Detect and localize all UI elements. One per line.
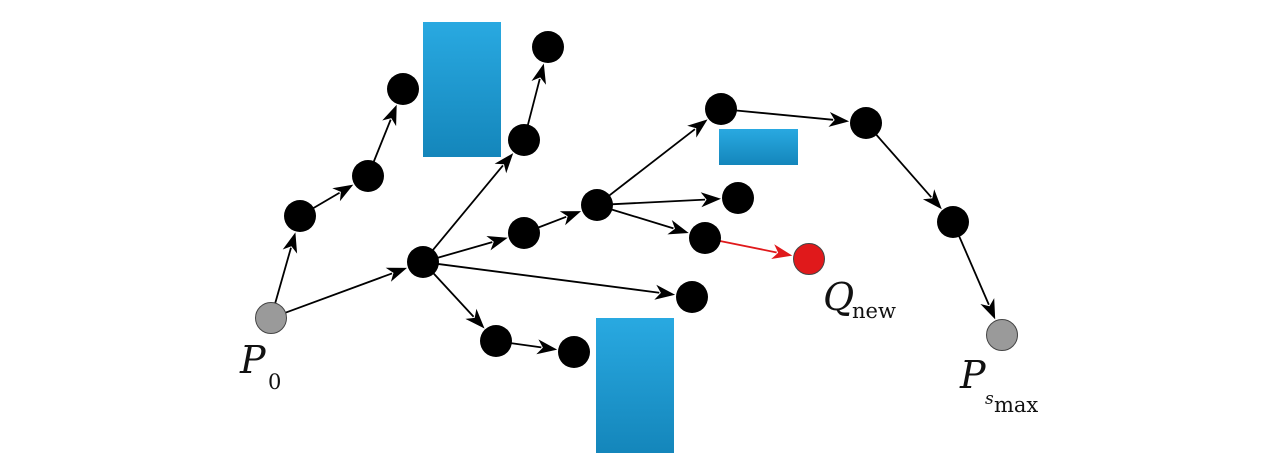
arrowhead bbox=[531, 63, 546, 85]
obstacle-small-right bbox=[719, 129, 798, 165]
edge-line bbox=[431, 271, 475, 318]
edge-new-arrow bbox=[718, 239, 793, 259]
edge-line bbox=[372, 119, 392, 164]
edge-arrow bbox=[526, 63, 546, 127]
arrowhead bbox=[667, 220, 689, 235]
arrowhead bbox=[700, 192, 721, 208]
arrowhead bbox=[536, 339, 558, 355]
arrowhead bbox=[980, 298, 996, 320]
label-goal-sub: s bbox=[985, 389, 994, 409]
goal-node bbox=[986, 319, 1018, 351]
arrowhead bbox=[465, 308, 485, 329]
label-start-sub: 0 bbox=[268, 370, 281, 394]
edge-line bbox=[431, 164, 504, 252]
arrowhead bbox=[687, 119, 708, 138]
edge-line bbox=[610, 198, 706, 206]
edge-arrow bbox=[536, 211, 582, 229]
tree-nodes bbox=[255, 31, 1018, 368]
edge-arrow bbox=[874, 132, 942, 210]
edge-line bbox=[957, 234, 990, 306]
tree-node bbox=[581, 189, 613, 221]
tree-node bbox=[352, 160, 384, 192]
tree-node bbox=[508, 124, 540, 156]
new-node bbox=[793, 243, 825, 275]
edge-arrow bbox=[273, 232, 298, 305]
obstacles bbox=[423, 22, 798, 453]
edge-line bbox=[283, 272, 393, 315]
edge-arrow bbox=[436, 262, 676, 300]
tree-edges bbox=[273, 63, 996, 355]
arrowhead bbox=[385, 267, 407, 282]
edge-arrow bbox=[610, 208, 689, 235]
tree-node bbox=[558, 336, 590, 368]
arrowhead bbox=[486, 236, 508, 251]
edge-line bbox=[734, 109, 834, 121]
edge-arrow bbox=[436, 236, 508, 260]
edge-line bbox=[436, 241, 493, 260]
edge-arrow bbox=[372, 104, 397, 164]
obstacle-top-left bbox=[423, 22, 501, 157]
arrowhead bbox=[494, 153, 514, 174]
tree-node bbox=[850, 107, 882, 139]
edge-line bbox=[436, 262, 660, 294]
edge-line bbox=[607, 128, 696, 198]
edge-arrow bbox=[607, 119, 708, 198]
edge-arrow bbox=[610, 192, 721, 208]
edge-arrow bbox=[957, 234, 996, 320]
tree-node bbox=[722, 182, 754, 214]
arrowhead bbox=[559, 211, 582, 226]
tree-node bbox=[532, 31, 564, 63]
tree-node bbox=[284, 200, 316, 232]
arrowhead bbox=[654, 284, 676, 300]
tree-node bbox=[508, 217, 540, 249]
label-goal-subsub: max bbox=[994, 393, 1038, 417]
edge-arrow bbox=[431, 271, 485, 329]
edge-line bbox=[273, 247, 292, 305]
start-node bbox=[255, 302, 287, 334]
arrowhead bbox=[922, 189, 942, 210]
obstacle-bottom bbox=[596, 318, 674, 453]
edge-line bbox=[536, 215, 567, 229]
edge-arrow bbox=[509, 339, 558, 355]
edge-arrow bbox=[734, 109, 850, 127]
edge-line bbox=[874, 132, 932, 198]
arrowhead bbox=[382, 104, 397, 127]
label-new-node-sub: new bbox=[852, 299, 896, 323]
label-new-node-main: Q bbox=[823, 275, 854, 319]
edge-line bbox=[610, 208, 674, 230]
tree-node bbox=[689, 222, 721, 254]
label-start: P 0 bbox=[239, 338, 281, 394]
edge-arrow bbox=[431, 153, 514, 252]
edge-line bbox=[509, 342, 542, 349]
label-start-main: P bbox=[239, 338, 267, 382]
arrowhead bbox=[282, 232, 298, 254]
tree-node bbox=[480, 325, 512, 357]
label-goal: P s max bbox=[959, 353, 1038, 417]
arrowhead bbox=[771, 244, 793, 259]
edge-arrow bbox=[283, 267, 407, 315]
arrowhead bbox=[332, 184, 354, 202]
arrowhead bbox=[828, 112, 850, 127]
edge-line bbox=[311, 191, 341, 210]
tree-node bbox=[387, 73, 419, 105]
tree-node bbox=[705, 93, 737, 125]
tree-node bbox=[676, 281, 708, 313]
label-goal-main: P bbox=[959, 353, 987, 397]
edge-arrow bbox=[311, 184, 354, 210]
tree-node bbox=[937, 206, 969, 238]
edge-line bbox=[526, 78, 541, 127]
tree-node bbox=[407, 246, 439, 278]
label-new-node: Q new bbox=[823, 275, 896, 323]
edge-line bbox=[718, 239, 777, 254]
